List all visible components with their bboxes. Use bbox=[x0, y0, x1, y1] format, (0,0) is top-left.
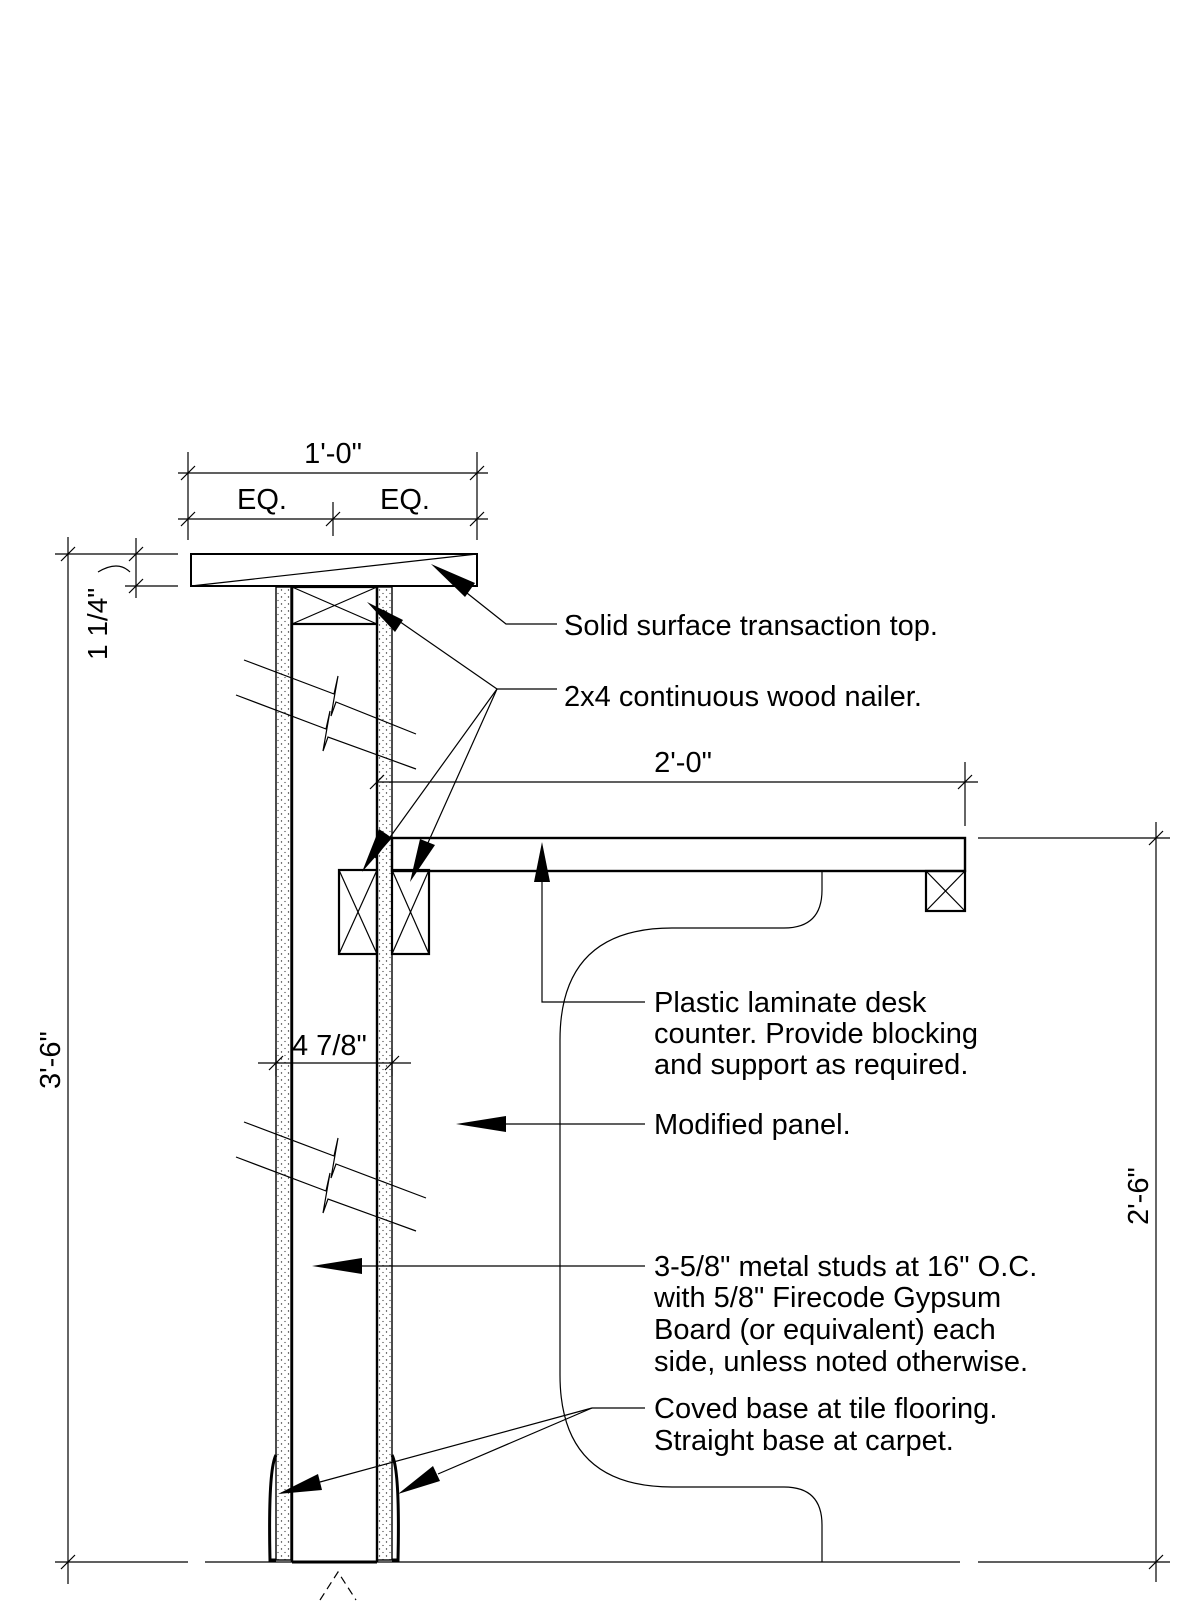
leader-transaction-top bbox=[431, 564, 557, 625]
leader-desk-counter bbox=[534, 842, 645, 1003]
edge-block bbox=[924, 869, 967, 913]
coved-base-right bbox=[390, 1454, 400, 1562]
note-coved-base: Coved base at tile flooring. Straight ba… bbox=[654, 1393, 1005, 1457]
floor-marker bbox=[319, 1570, 357, 1601]
dim-eq-right-label: EQ. bbox=[380, 484, 430, 516]
dim-top-thickness: 1 1/4" bbox=[55, 538, 178, 660]
dim-eq: EQ. EQ. bbox=[178, 484, 488, 536]
dim-counter-depth-label: 2'-0" bbox=[654, 747, 712, 779]
partition-wall bbox=[235, 585, 427, 1564]
dim-counter-height-label: 2'-6" bbox=[1123, 1167, 1155, 1225]
dim-counter-height: 2'-6" bbox=[978, 822, 1170, 1582]
note-desk-counter: Plastic laminate desk counter. Provide b… bbox=[654, 987, 986, 1081]
dim-counter-depth: 2'-0" bbox=[369, 747, 978, 826]
note-wood-nailer: 2x4 continuous wood nailer. bbox=[564, 681, 922, 713]
leader-coved-base bbox=[278, 1407, 645, 1494]
leader-wood-nailer bbox=[362, 602, 557, 882]
note-modified-panel: Modified panel. bbox=[654, 1109, 851, 1141]
dim-overall-width: 1'-0" bbox=[178, 438, 488, 540]
leader-modified-panel bbox=[456, 1116, 645, 1132]
break-line-lower bbox=[235, 1121, 427, 1232]
dim-eq-left-label: EQ. bbox=[237, 484, 287, 516]
modified-panel-outline bbox=[559, 871, 823, 1562]
dim-wall-thickness-label: 4 7/8" bbox=[292, 1030, 367, 1062]
ledger-block-inner bbox=[390, 868, 431, 956]
coved-base-left bbox=[268, 1454, 278, 1562]
desk-counter bbox=[337, 836, 967, 956]
leader-metal-studs bbox=[312, 1258, 645, 1274]
note-metal-studs: 3-5/8" metal studs at 16" O.C. with 5/8"… bbox=[653, 1251, 1045, 1378]
transaction-top bbox=[190, 553, 478, 587]
dim-top-thickness-label: 1 1/4" bbox=[82, 588, 113, 660]
gypsum-board-left bbox=[275, 586, 292, 1561]
gypsum-board-right bbox=[376, 586, 393, 1561]
dim-wall-thickness: 4 7/8" bbox=[258, 1030, 411, 1076]
dim-overall-height: 3'-6" bbox=[35, 537, 188, 1584]
note-transaction-top: Solid surface transaction top. bbox=[564, 610, 938, 642]
break-line-upper bbox=[235, 659, 417, 770]
ledger-block-outer bbox=[337, 868, 379, 956]
dim-overall-width-label: 1'-0" bbox=[304, 438, 362, 470]
dim-overall-height-label: 3'-6" bbox=[35, 1031, 67, 1089]
